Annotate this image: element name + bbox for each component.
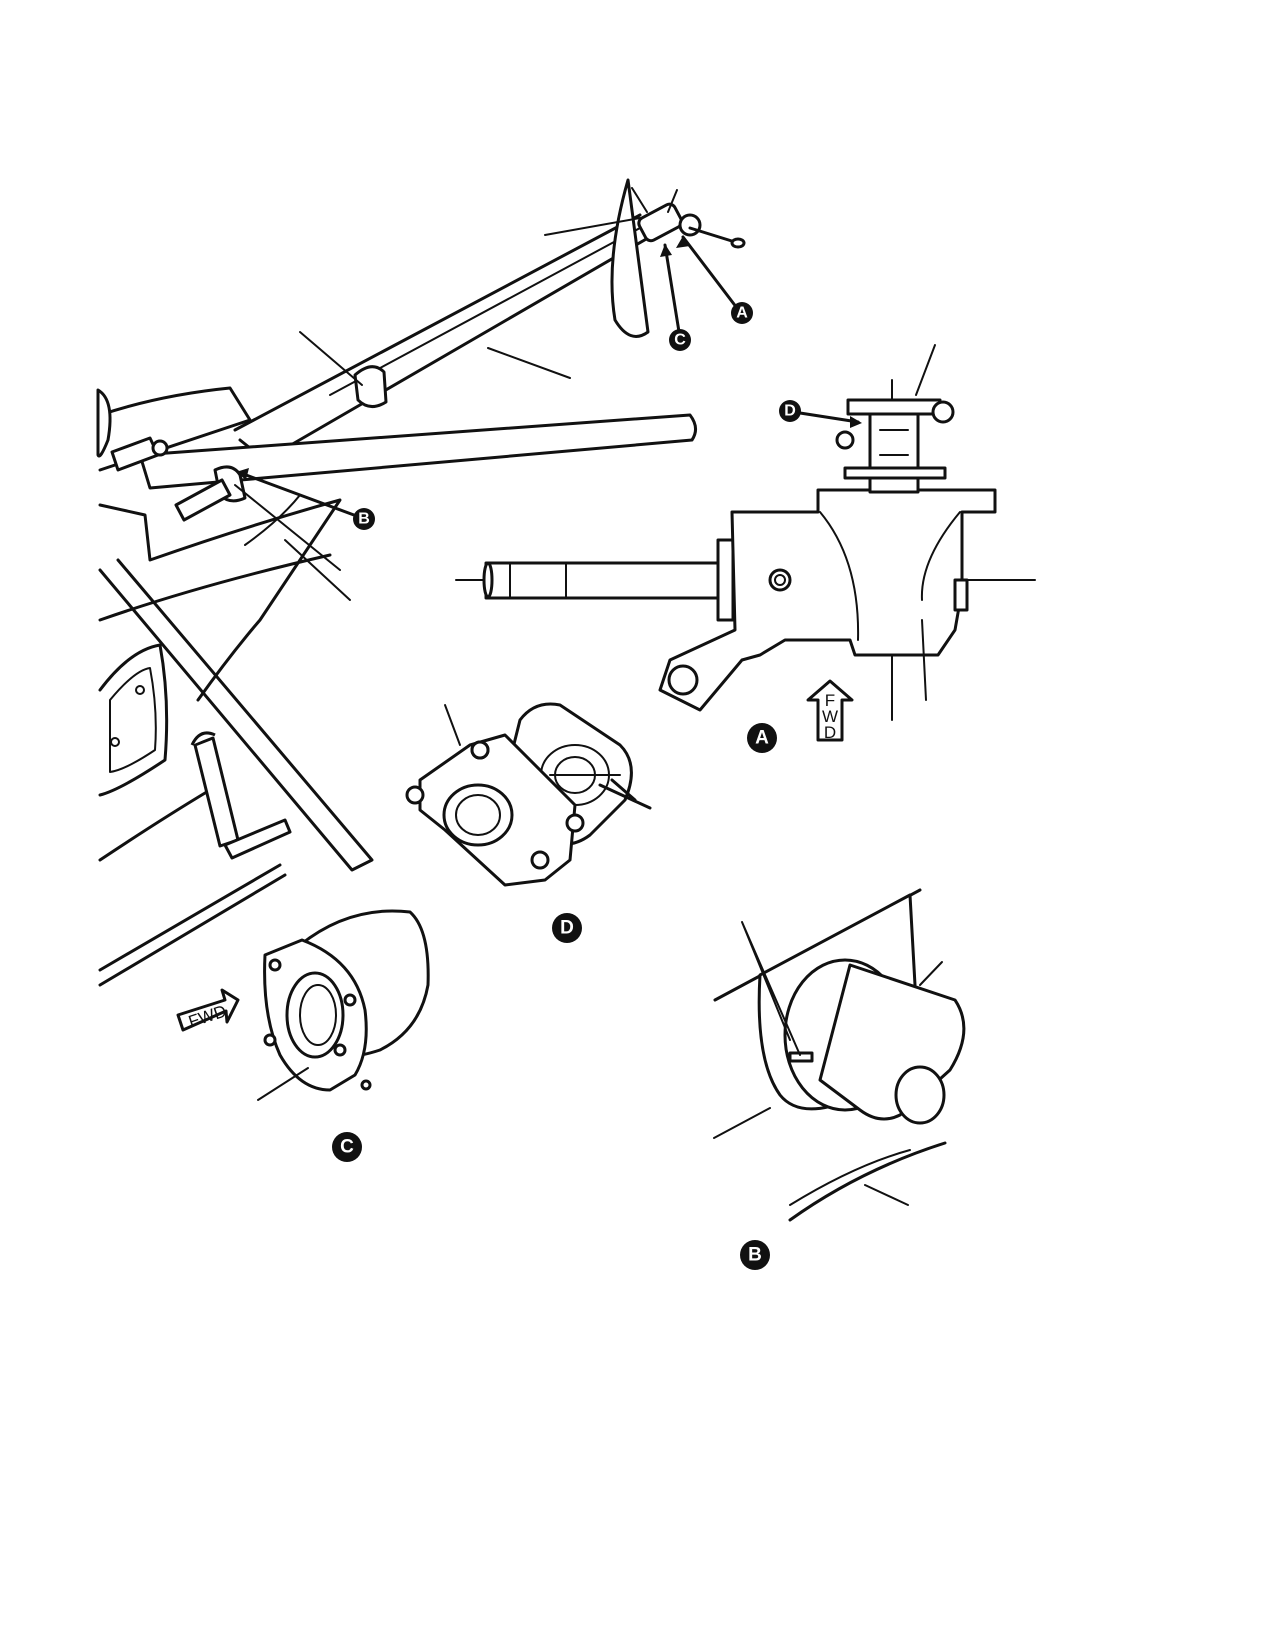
access-panel bbox=[98, 643, 212, 862]
horizontal-stabilizer bbox=[138, 413, 697, 490]
callout-d-small: D bbox=[779, 400, 862, 428]
driveshaft-line bbox=[329, 227, 641, 396]
view-b-bulkhead bbox=[713, 888, 966, 1222]
damper-strut bbox=[190, 731, 292, 860]
fwd-label-c: FWD bbox=[186, 1001, 229, 1031]
fuselage-outline bbox=[98, 386, 342, 702]
view-a-letter: A bbox=[755, 728, 769, 749]
view-a-label: A bbox=[747, 723, 777, 753]
tail-fin bbox=[610, 178, 650, 338]
callout-b-label: B bbox=[358, 511, 370, 528]
callout-a-small: A bbox=[236, 235, 753, 520]
fwd-arrow-view-c: FWD bbox=[176, 988, 240, 1032]
view-c-label: C bbox=[332, 1132, 362, 1162]
view-d-label: D bbox=[552, 913, 582, 943]
view-c-adapter bbox=[257, 909, 430, 1101]
fwd-letter-f: F bbox=[825, 691, 835, 710]
callout-d-label: D bbox=[784, 403, 796, 420]
view-d-letter: D bbox=[560, 918, 574, 939]
gearbox-housing bbox=[658, 488, 997, 712]
view-b-letter: B bbox=[748, 1245, 762, 1266]
fwd-letter-w: W bbox=[822, 707, 838, 726]
fwd-arrow-view-a: F W D bbox=[806, 679, 854, 742]
callout-a-label: A bbox=[736, 305, 748, 322]
callout-c-label: C bbox=[674, 332, 686, 349]
hanger-bearing-lower bbox=[174, 465, 247, 522]
leader-b-fuselage bbox=[234, 484, 341, 571]
main-assembly-view bbox=[96, 178, 746, 987]
strut-diagonal bbox=[98, 558, 374, 872]
view-d-coupling bbox=[405, 702, 652, 887]
callout-c-small: C bbox=[669, 329, 691, 351]
callout-b-small: B bbox=[353, 508, 375, 530]
view-b-label: B bbox=[740, 1240, 770, 1270]
view-a-gearbox bbox=[455, 344, 1036, 721]
rotor-hub-partial bbox=[96, 388, 169, 472]
tail-gearbox-small bbox=[637, 202, 746, 249]
fwd-letter-d: D bbox=[824, 723, 836, 742]
hanger-bearing-upper bbox=[299, 331, 571, 408]
view-c-letter: C bbox=[340, 1137, 354, 1158]
leader-lines-tail bbox=[544, 187, 678, 236]
input-shaft bbox=[484, 561, 722, 600]
strut-lower bbox=[98, 863, 287, 987]
